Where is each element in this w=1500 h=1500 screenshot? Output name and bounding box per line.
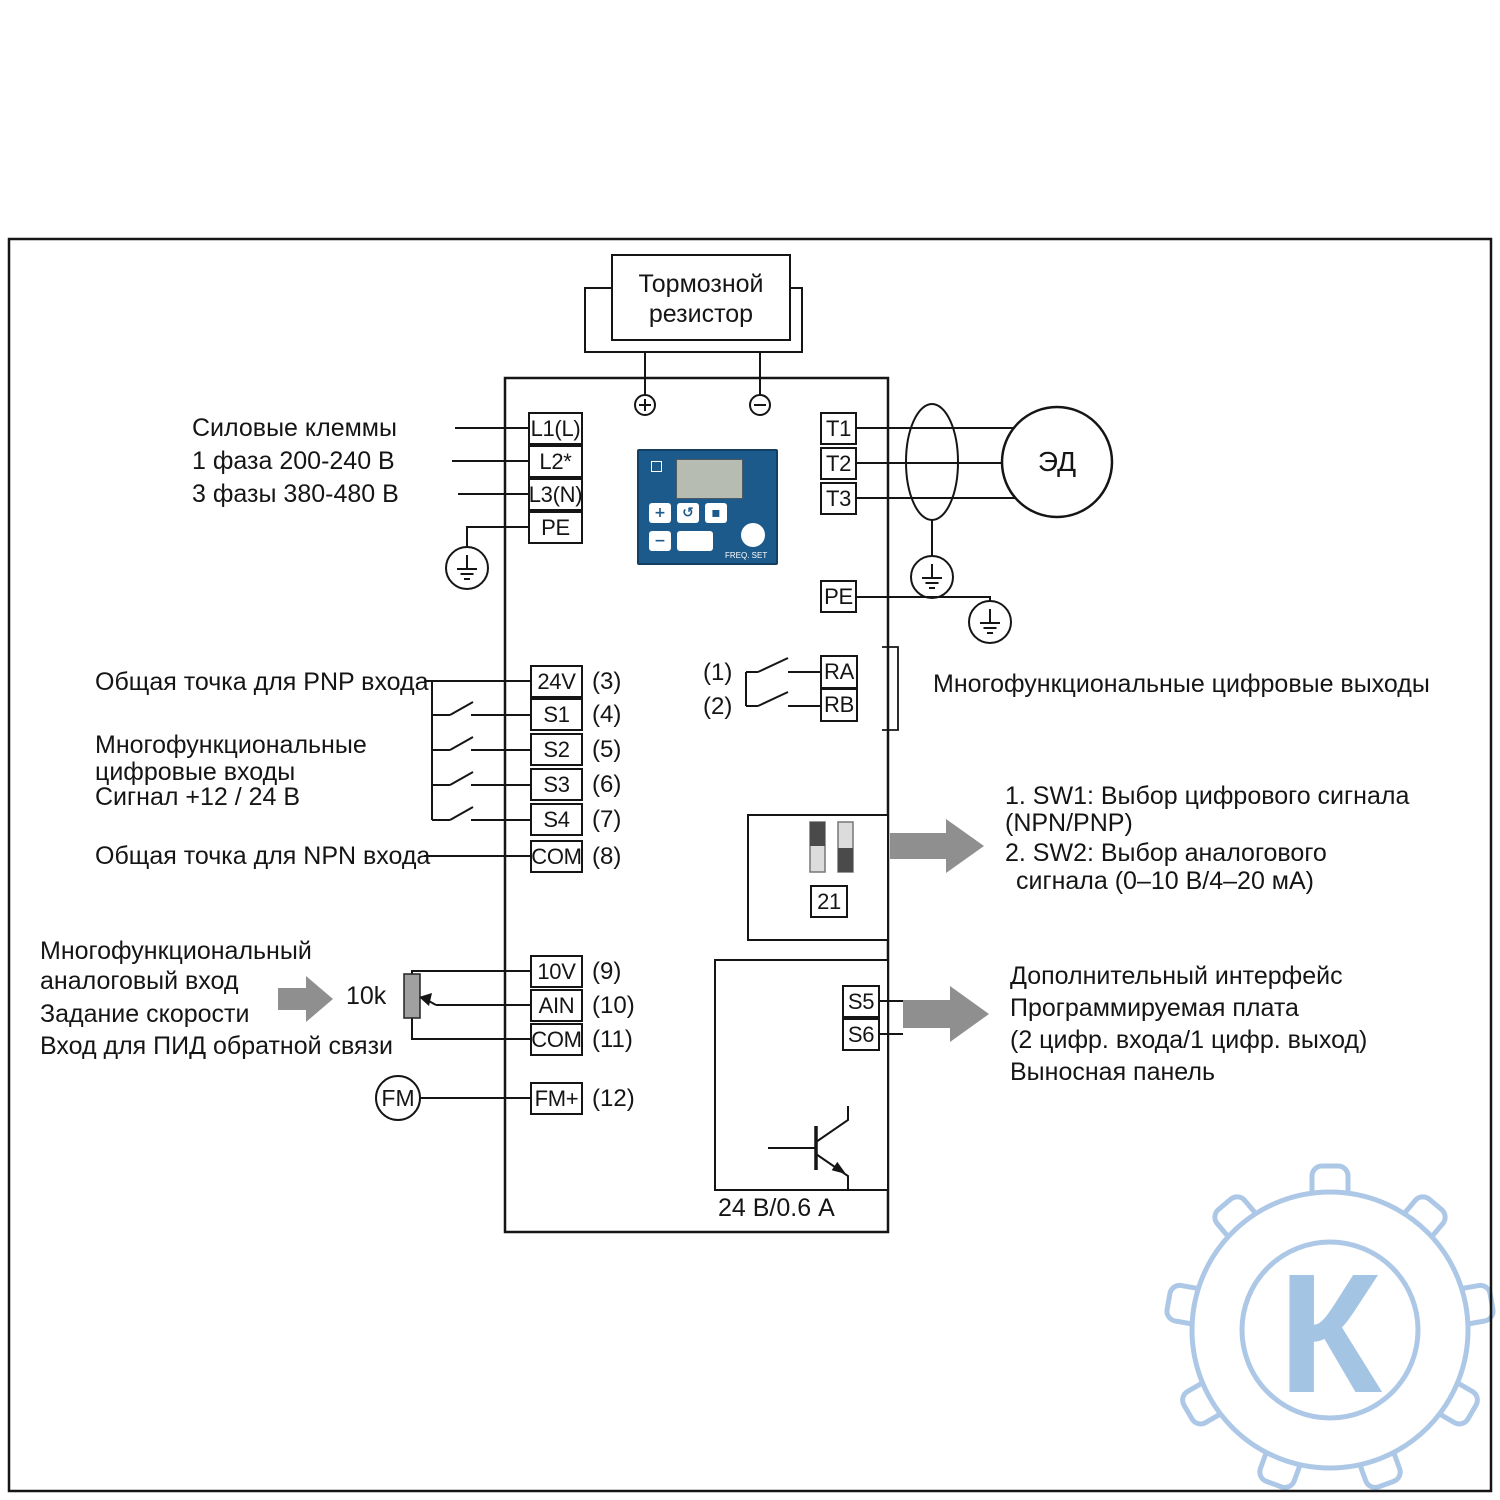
label-power-rating: 24 В/0.6 А	[718, 1194, 835, 1222]
label-phase-1: 1 фаза 200-240 В	[192, 447, 395, 475]
terminal-fm-plus: FM+	[530, 1082, 583, 1115]
label-sw2-note: 2. SW2: Выбор аналогового	[1005, 839, 1327, 867]
ground-icon	[968, 600, 1012, 644]
label-sw2-note-2: сигнала (0–10 В/4–20 мА)	[1016, 867, 1314, 895]
terminal-t3: T3	[820, 482, 857, 515]
dc-plus-icon	[634, 394, 656, 416]
dip-position-box: 21	[810, 885, 848, 918]
label-analog-1: Многофункциональный	[40, 937, 312, 965]
freq-set-label: FREQ. SET	[725, 551, 768, 560]
keypad-panel: + ↺ ▪ − FREQ. SET	[637, 449, 778, 565]
arrow-right-icon	[278, 976, 333, 1022]
brake-resistor-label: Тормозной резистор	[638, 270, 764, 328]
terminal-l3: L3(N)	[528, 478, 583, 511]
label-npn-common: Общая точка для NPN входа	[95, 842, 431, 870]
terminal-s5: S5	[842, 985, 880, 1018]
label-di-signal: Сигнал +12 / 24 В	[95, 783, 301, 811]
lcd-display	[676, 459, 743, 499]
pin-number-10: (10)	[592, 992, 635, 1019]
pin-number-3: (3)	[592, 668, 622, 695]
terminal-s4: S4	[530, 803, 583, 836]
label-phase-3: 3 фазы 380-480 В	[192, 480, 399, 508]
label-pot-value: 10k	[346, 982, 387, 1010]
label-sw1-note: 1. SW1: Выбор цифрового сигнала	[1005, 782, 1410, 810]
terminal-ra: RA	[820, 655, 858, 689]
label-digital-outputs: Многофункциональные цифровые выходы	[933, 670, 1430, 698]
label-power-terminals: Силовые клеммы	[192, 414, 397, 442]
relay-number-2: (2)	[703, 693, 733, 720]
terminal-t2: T2	[820, 447, 857, 480]
ground-icon	[910, 555, 954, 599]
terminal-l1: L1(L)	[528, 412, 583, 445]
analog-input-wires	[411, 970, 530, 1040]
option-port-wires	[880, 1000, 903, 1035]
terminal-24v: 24V	[530, 665, 583, 698]
arrow-right-icon	[890, 819, 984, 873]
label-di-multifunction-1: Многофункциональные	[95, 731, 367, 759]
run-button: ↺	[677, 503, 699, 523]
terminal-com-digital: COM	[530, 840, 583, 873]
terminal-s1: S1	[530, 698, 583, 731]
brake-resistor-box	[584, 254, 803, 395]
label-option-1: Дополнительный интерфейс	[1010, 962, 1343, 990]
mode-button: ▪	[705, 503, 727, 523]
potentiometer-icon	[403, 973, 421, 1019]
label-option-3: (2 цифр. входа/1 цифр. выход)	[1010, 1026, 1368, 1054]
status-led	[651, 461, 662, 472]
control-knob	[741, 523, 765, 547]
terminal-s6: S6	[842, 1018, 880, 1051]
label-sw1-note-2: (NPN/PNP)	[1005, 809, 1133, 837]
terminal-10v: 10V	[530, 955, 583, 988]
terminal-com-analog: COM	[530, 1023, 583, 1056]
terminal-s3: S3	[530, 768, 583, 801]
pin-number-4: (4)	[592, 701, 622, 728]
relay-contact-icon	[745, 657, 820, 707]
terminal-pe-left: PE	[528, 511, 583, 544]
terminal-pe-right: PE	[820, 580, 857, 613]
plus-button: +	[649, 503, 671, 523]
label-option-4: Выносная панель	[1010, 1058, 1215, 1086]
digital-input-wires	[424, 680, 530, 857]
label-analog-4: Вход для ПИД обратной связи	[40, 1032, 393, 1060]
terminal-l2: L2*	[528, 445, 583, 478]
watermark-gear-logo: К	[1164, 1163, 1496, 1490]
label-analog-3: Задание скорости	[40, 1000, 250, 1028]
pin-number-7: (7)	[592, 806, 622, 833]
terminal-s2: S2	[530, 733, 583, 766]
page-border	[7, 237, 1493, 1493]
wiper-arrow-icon	[419, 993, 432, 1006]
pe-right-wire	[857, 596, 991, 601]
transistor-icon	[768, 1106, 849, 1190]
motor-circle	[1000, 405, 1114, 519]
watermark-letter: К	[1278, 1239, 1383, 1429]
fm-circle-label: FM	[381, 1085, 415, 1111]
relay-bracket	[882, 646, 899, 731]
label-analog-2: аналоговый вход	[40, 967, 239, 995]
dip-switch-1	[809, 821, 826, 873]
terminal-t1: T1	[820, 412, 857, 445]
dc-minus-icon	[749, 394, 771, 416]
pin-number-5: (5)	[592, 736, 622, 763]
pin-number-9: (9)	[592, 958, 622, 985]
label-option-2: Программируемая плата	[1010, 994, 1299, 1022]
motor-label: ЭД	[1037, 446, 1077, 477]
dip-switch-2	[837, 821, 854, 873]
relay-number-1: (1)	[703, 659, 733, 686]
pin-number-12: (12)	[592, 1085, 635, 1112]
minus-button: −	[649, 531, 671, 551]
pin-number-8: (8)	[592, 843, 622, 870]
pin-number-11: (11)	[592, 1026, 633, 1053]
terminal-ain: AIN	[530, 989, 583, 1022]
pin-number-6: (6)	[592, 771, 622, 798]
power-input-wires	[452, 427, 528, 547]
motor-wires	[857, 427, 1015, 556]
label-di-multifunction-2: цифровые входы	[95, 758, 296, 786]
terminal-rb: RB	[820, 688, 858, 722]
ground-icon	[445, 546, 489, 590]
enter-button	[677, 531, 713, 551]
label-pnp-common: Общая точка для PNP входа	[95, 668, 429, 696]
cable-shield-ellipse	[905, 403, 959, 521]
arrow-right-icon	[903, 986, 989, 1042]
